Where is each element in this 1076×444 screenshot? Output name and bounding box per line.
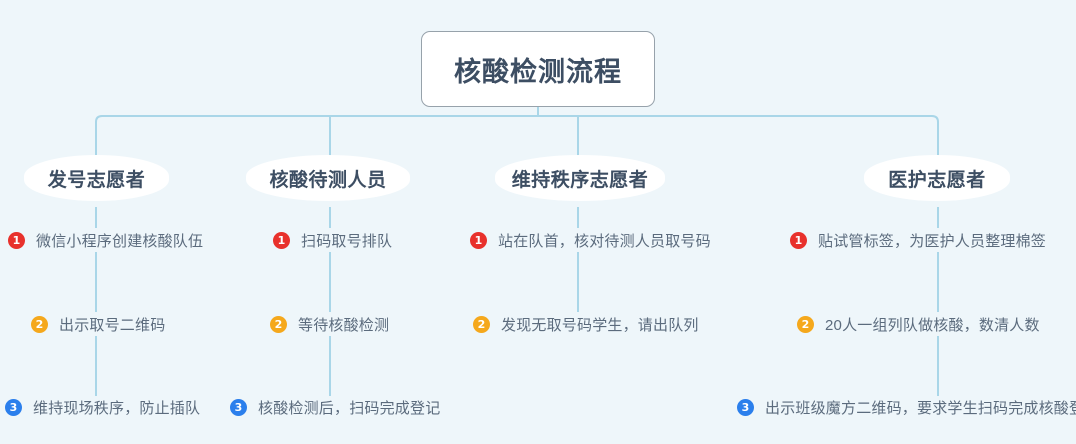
task-label: 20人一组列队做核酸，数清人数 <box>825 316 1040 334</box>
task-label: 维持现场秩序，防止插队 <box>33 399 201 417</box>
task-label: 贴试管标签，为医护人员整理棉签 <box>818 232 1047 250</box>
step-badge-2: 2 <box>270 315 287 333</box>
task-label: 站在队首，核对待测人员取号码 <box>498 232 711 250</box>
task-item[interactable]: 3 维持现场秩序，防止插队 <box>5 396 200 418</box>
task-label: 出示班级魔方二维码，要求学生扫码完成核酸登记 <box>765 399 1076 417</box>
column-header-3[interactable]: 维持秩序志愿者 <box>495 155 665 201</box>
column-header-label: 维持秩序志愿者 <box>511 169 649 191</box>
task-item[interactable]: 3 核酸检测后，扫码完成登记 <box>230 396 440 418</box>
step-badge-2: 2 <box>31 315 48 333</box>
task-item[interactable]: 1 微信小程序创建核酸队伍 <box>8 229 203 251</box>
task-item[interactable]: 1 站在队首，核对待测人员取号码 <box>470 229 711 251</box>
task-item[interactable]: 1 贴试管标签，为医护人员整理棉签 <box>790 229 1046 251</box>
task-label: 等待核酸检测 <box>298 316 390 334</box>
task-label: 扫码取号排队 <box>301 232 393 250</box>
column-header-2[interactable]: 核酸待测人员 <box>246 155 410 201</box>
task-label: 微信小程序创建核酸队伍 <box>36 232 204 250</box>
task-item[interactable]: 3 出示班级魔方二维码，要求学生扫码完成核酸登记 <box>737 396 1076 418</box>
task-item[interactable]: 2 等待核酸检测 <box>270 313 389 335</box>
step-badge-2: 2 <box>797 315 814 333</box>
column-header-label: 医护志愿者 <box>888 169 986 191</box>
step-badge-2: 2 <box>473 315 490 333</box>
column-header-label: 核酸待测人员 <box>269 169 387 191</box>
task-item[interactable]: 2 发现无取号码学生，请出队列 <box>473 313 699 335</box>
step-badge-3: 3 <box>230 398 247 416</box>
task-label: 核酸检测后，扫码完成登记 <box>258 399 441 417</box>
step-badge-1: 1 <box>273 231 290 249</box>
column-header-4[interactable]: 医护志愿者 <box>864 155 1010 201</box>
task-item[interactable]: 1 扫码取号排队 <box>273 229 392 251</box>
task-item[interactable]: 2 出示取号二维码 <box>31 313 165 335</box>
step-badge-1: 1 <box>470 231 487 249</box>
step-badge-1: 1 <box>790 231 807 249</box>
step-badge-3: 3 <box>737 398 754 416</box>
step-badge-1: 1 <box>8 231 25 249</box>
step-badge-3: 3 <box>5 398 22 416</box>
column-header-1[interactable]: 发号志愿者 <box>24 155 169 201</box>
task-item[interactable]: 2 20人一组列队做核酸，数清人数 <box>797 313 1040 335</box>
column-header-label: 发号志愿者 <box>47 169 146 191</box>
root-title-box[interactable]: 核酸检测流程 <box>421 31 655 107</box>
task-label: 出示取号二维码 <box>59 316 166 334</box>
task-label: 发现无取号码学生，请出队列 <box>501 316 699 334</box>
page-title: 核酸检测流程 <box>454 56 622 87</box>
